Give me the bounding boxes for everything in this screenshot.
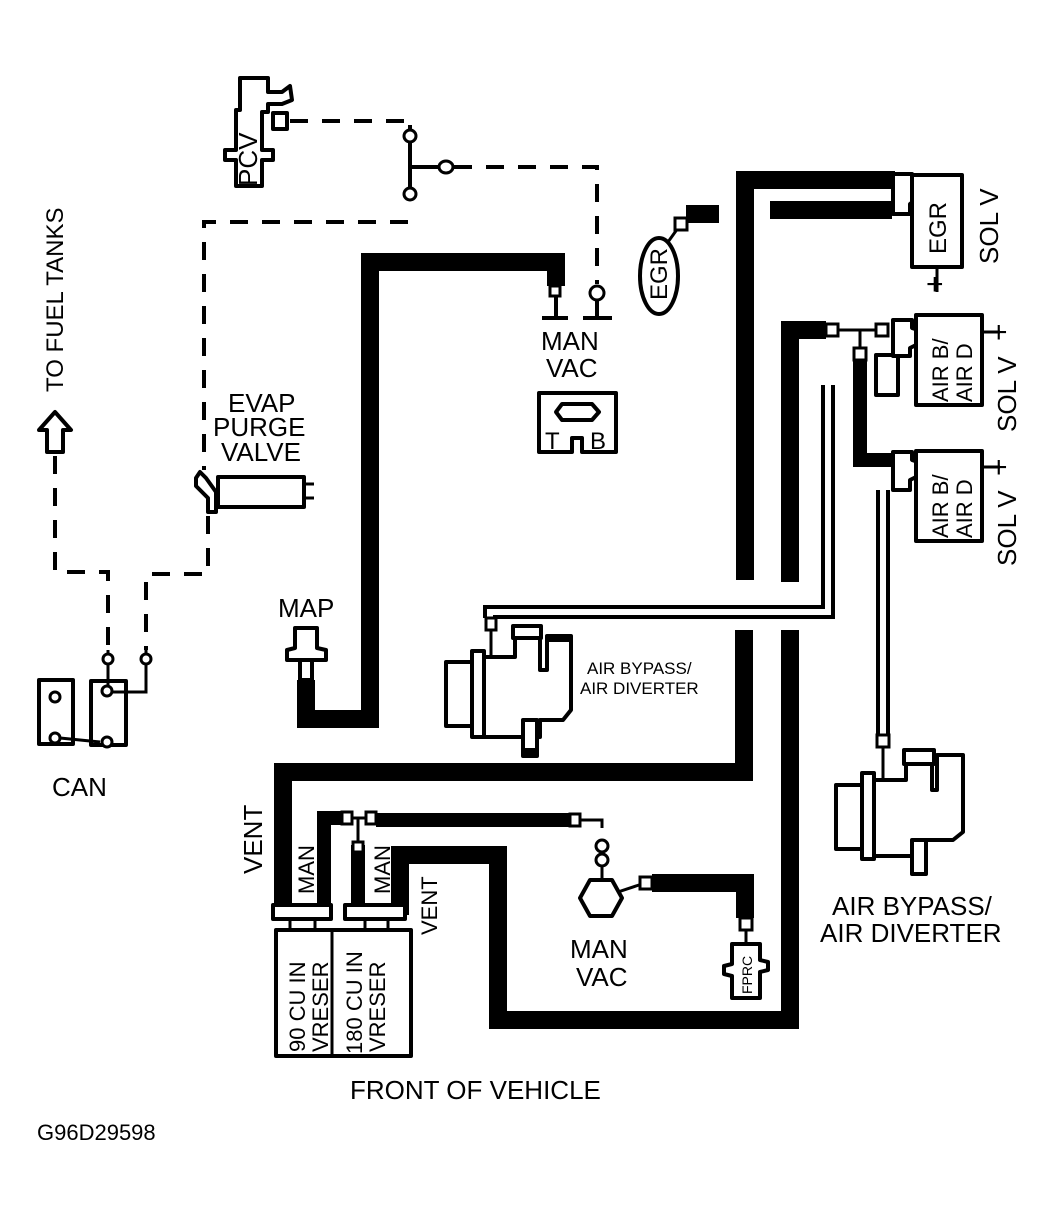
svg-text:SOL V: SOL V xyxy=(992,356,1022,432)
svg-text:180 CU IN: 180 CU IN xyxy=(342,951,367,1054)
man-vac-bottom: MAN VAC xyxy=(570,838,654,992)
tee-port xyxy=(402,128,418,144)
svg-text:90 CU IN: 90 CU IN xyxy=(285,962,310,1052)
man-left-label: MAN xyxy=(294,845,319,894)
svg-text:EGR: EGR xyxy=(646,248,673,300)
arrow-up-icon xyxy=(37,410,73,454)
air-solenoid-1: AIR B/ AIR D SOL V + xyxy=(891,313,1022,432)
to-fuel-tanks: TO FUEL TANKS xyxy=(37,208,73,454)
svg-text:VALVE: VALVE xyxy=(221,437,301,467)
to-fuel-tanks-label: TO FUEL TANKS xyxy=(42,208,69,393)
svg-text:AIR B/: AIR B/ xyxy=(928,474,953,538)
svg-text:FPRC: FPRC xyxy=(739,956,755,994)
svg-text:SOL V: SOL V xyxy=(992,490,1022,566)
front-of-vehicle-label: FRONT OF VEHICLE xyxy=(350,1075,601,1105)
svg-text:MAN: MAN xyxy=(570,934,628,964)
svg-text:AIR BYPASS/: AIR BYPASS/ xyxy=(832,891,993,921)
svg-text:+: + xyxy=(990,451,1008,484)
man-vac-top-label: MAN xyxy=(541,326,599,356)
svg-text:+: + xyxy=(990,316,1008,349)
evap-purge-valve: EVAP PURGE VALVE xyxy=(194,388,314,514)
svg-text:AIR DIVERTER: AIR DIVERTER xyxy=(820,918,1002,948)
pcv-label: PCV xyxy=(233,132,263,186)
air-solenoid-2: AIR B/ AIR D SOL V + xyxy=(891,449,1022,566)
svg-text:SOL V: SOL V xyxy=(974,188,1004,264)
svg-text:VAC: VAC xyxy=(546,353,598,383)
svg-text:EVAP: EVAP xyxy=(228,388,295,418)
svg-text:MAP: MAP xyxy=(278,593,334,623)
pcv-valve: PCV xyxy=(223,76,294,188)
canister: CAN xyxy=(37,650,153,802)
air-bypass-center: AIR BYPASS/ AIR DIVERTER xyxy=(444,616,699,758)
svg-text:AIR D: AIR D xyxy=(952,343,977,402)
map-sensor: MAP xyxy=(278,593,334,682)
svg-text:AIR D: AIR D xyxy=(952,479,977,538)
vacuum-reservoirs: 90 CU IN VRESER 180 CU IN VRESER xyxy=(271,903,413,1058)
svg-text:VRESER: VRESER xyxy=(308,962,333,1052)
egr-valve: EGR xyxy=(638,205,719,316)
svg-text:AIR BYPASS/: AIR BYPASS/ xyxy=(587,659,692,678)
svg-text:B: B xyxy=(590,428,606,455)
vent-left-label: VENT xyxy=(238,805,268,874)
svg-text:PURGE: PURGE xyxy=(213,412,305,442)
can-label: CAN xyxy=(52,772,107,802)
svg-text:VAC: VAC xyxy=(576,962,628,992)
vent-right-label: VENT xyxy=(417,876,442,935)
figure-id: G96D29598 xyxy=(37,1120,156,1145)
svg-text:AIR DIVERTER: AIR DIVERTER xyxy=(580,679,699,698)
svg-text:AIR B/: AIR B/ xyxy=(928,338,953,402)
man-right-label: MAN xyxy=(370,845,395,894)
air-bypass-right: AIR BYPASS/ AIR DIVERTER xyxy=(820,747,1002,948)
svg-text:T: T xyxy=(545,428,560,455)
svg-text:EGR: EGR xyxy=(925,202,952,254)
fprc: FPRC xyxy=(722,916,770,1000)
svg-text:VRESER: VRESER xyxy=(365,962,390,1052)
throttle-body: T B xyxy=(537,391,618,455)
egr-solenoid: EGR SOL V + xyxy=(891,172,1004,301)
svg-text:+: + xyxy=(926,268,944,301)
